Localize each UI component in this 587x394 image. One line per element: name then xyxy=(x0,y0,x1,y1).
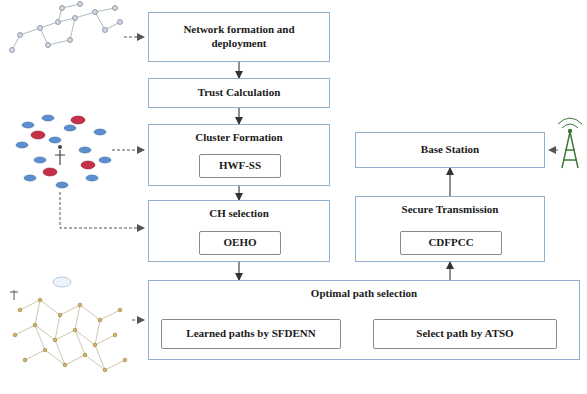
dashed-pointer xyxy=(124,37,144,38)
box-label: Trust Calculation xyxy=(198,86,281,100)
base-station-tower xyxy=(558,118,582,168)
box-heading: Secure Transmission xyxy=(356,203,544,217)
dashed-pointer xyxy=(132,320,144,321)
method-box: CDFPCC xyxy=(400,231,502,255)
routing-sketch xyxy=(10,277,127,372)
step-box: Cluster FormationHWF-SS xyxy=(148,124,330,186)
dashed-pointer xyxy=(112,150,144,151)
cluster-sketch xyxy=(16,115,111,188)
step-box: Secure TransmissionCDFPCC xyxy=(355,196,545,262)
flow-arrow xyxy=(238,62,239,78)
box-label: Learned paths by SFDENN xyxy=(186,327,315,341)
box-label: OEHO xyxy=(223,236,256,250)
box-label: Network formation and deployment xyxy=(169,23,309,51)
box-label: Base Station xyxy=(421,143,479,157)
box-label: CDFPCC xyxy=(428,236,473,250)
dashed-pointer xyxy=(549,150,558,151)
dashed-pointer xyxy=(60,192,144,228)
flow-arrow xyxy=(238,262,239,280)
step-box: CH selectionOEHO xyxy=(148,200,330,262)
step-box: Trust Calculation xyxy=(148,78,330,108)
box-label: HWF-SS xyxy=(219,159,261,173)
flow-arrow xyxy=(449,262,450,280)
network-sketch xyxy=(10,2,123,53)
flow-arrow xyxy=(449,168,450,196)
step-box: Base Station xyxy=(355,132,545,168)
method-box: HWF-SS xyxy=(199,154,281,178)
method-box: Select path by ATSO xyxy=(373,319,557,349)
step-box: Network formation and deployment xyxy=(148,12,330,62)
step-box: Optimal path selectionLearned paths by S… xyxy=(148,280,580,360)
box-label: Select path by ATSO xyxy=(416,327,513,341)
flow-arrow xyxy=(238,108,239,124)
box-heading: CH selection xyxy=(149,207,329,221)
method-box: Learned paths by SFDENN xyxy=(161,319,341,349)
box-heading: Cluster Formation xyxy=(149,131,329,145)
flow-arrow xyxy=(238,186,239,200)
method-box: OEHO xyxy=(199,231,281,255)
box-heading: Optimal path selection xyxy=(149,287,579,301)
